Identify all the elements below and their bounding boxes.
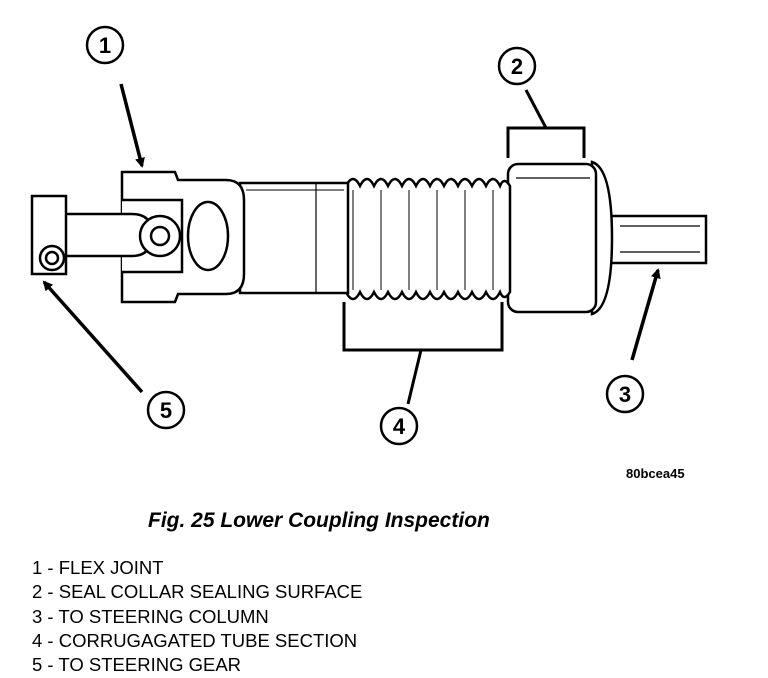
flex-joint (30, 170, 246, 304)
coupling-diagram: 1 2 3 4 5 (30, 25, 708, 446)
callout-3-number: 3 (619, 382, 631, 407)
callout-4-number: 4 (393, 414, 406, 439)
callout-3: 3 (605, 374, 645, 414)
callout-4: 4 (379, 406, 419, 446)
legend-item: 2 - SEAL COLLAR SEALING SURFACE (32, 581, 363, 603)
callout-5-number: 5 (160, 398, 172, 423)
figure-title: Fig. 25 Lower Coupling Inspection (148, 509, 490, 532)
legend-item: 1 - FLEX JOINT (32, 557, 164, 578)
seal-collar (506, 160, 614, 316)
callout-5: 5 (146, 390, 186, 430)
arrow-1 (119, 83, 145, 168)
bracket-seal-collar (506, 126, 586, 158)
callout-2-number: 2 (511, 54, 523, 79)
legend-item: 3 - TO STEERING COLUMN (32, 605, 269, 627)
callout-2: 2 (497, 46, 537, 86)
figure-code: 80bcea45 (626, 466, 685, 481)
arrow-5 (42, 280, 144, 394)
leader-2 (524, 89, 548, 129)
legend-list: 1 - FLEX JOINT 2 - SEAL COLLAR SEALING S… (32, 556, 362, 677)
arrow-3 (630, 268, 661, 361)
output-shaft (598, 214, 708, 265)
tube-section (238, 181, 350, 295)
bracket-corrugated-tube (342, 302, 504, 352)
corrugated-tube (344, 177, 512, 301)
callout-1: 1 (85, 25, 125, 65)
legend-item: 4 - CORRUGAGATED TUBE SECTION (32, 629, 358, 651)
leader-4 (406, 349, 423, 405)
legend-item: 5 - TO STEERING GEAR (32, 654, 242, 676)
callout-1-number: 1 (99, 33, 111, 58)
